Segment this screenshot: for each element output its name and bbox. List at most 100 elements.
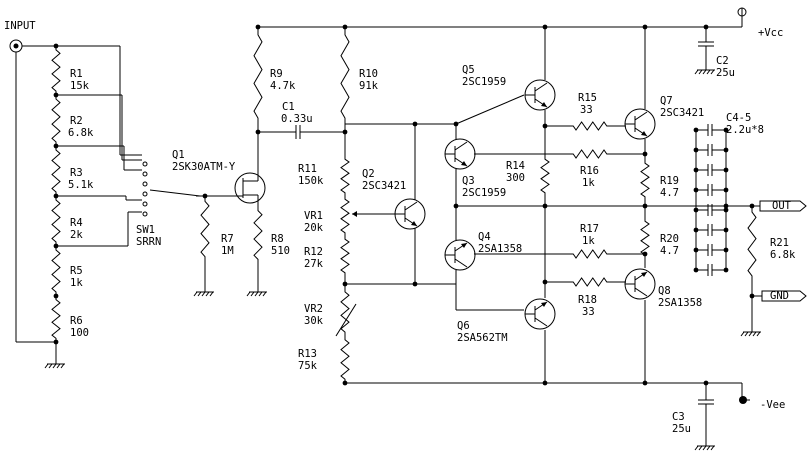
r6-value: 100	[70, 327, 89, 339]
vcc-terminal-label: +Vcc	[758, 27, 783, 39]
junction-dot	[53, 293, 59, 299]
sw1-name: SW1	[136, 224, 155, 236]
q4-value: 2SA1358	[478, 243, 522, 255]
ground-icon	[740, 326, 761, 337]
r18-value: 33	[582, 306, 595, 318]
vcc-terminal-icon	[737, 7, 747, 17]
q7-value: 2SC3421	[660, 107, 704, 119]
junction-dot	[453, 203, 459, 209]
junction-dot	[693, 167, 699, 173]
junction-dot	[412, 281, 418, 287]
q8-value: 2SA1358	[658, 297, 702, 309]
sw1-value: SRRN	[136, 236, 161, 248]
junction-dot	[723, 207, 729, 213]
r15-name: R15	[578, 92, 597, 104]
r7-resistor	[200, 196, 210, 262]
r17-resistor	[570, 249, 610, 259]
junction-dot	[703, 380, 709, 386]
q2-name: Q2	[362, 168, 375, 180]
junction-dot	[542, 203, 548, 209]
q6-transistor	[524, 298, 556, 330]
gnd-terminal-icon	[761, 290, 807, 302]
r11-name: R11	[298, 163, 317, 175]
vr2-value: 30k	[304, 315, 324, 327]
r4-value: 2k	[70, 229, 83, 241]
r12-name: R12	[304, 246, 323, 258]
junction-dot	[53, 143, 59, 149]
r1-value: 15k	[70, 80, 90, 92]
c45-value: 2.2u*8	[726, 124, 764, 136]
junction-dot	[723, 147, 729, 153]
r19-name: R19	[660, 175, 679, 187]
junction-dot	[693, 227, 699, 233]
junction-dot	[453, 121, 459, 127]
junction-dot	[412, 121, 418, 127]
junction-dot	[693, 127, 699, 133]
r5-resistor	[51, 246, 61, 296]
r4-resistor	[51, 196, 61, 246]
vr2-name: VR2	[304, 303, 323, 315]
wires	[15, 8, 762, 440]
r21-resistor	[747, 206, 757, 282]
r19-resistor	[640, 160, 650, 200]
r11-value: 150k	[298, 175, 324, 187]
q5-name: Q5	[462, 64, 475, 76]
r18-name: R18	[578, 294, 597, 306]
r9-name: R9	[270, 68, 283, 80]
r1-name: R1	[70, 68, 83, 80]
r6-name: R6	[70, 315, 83, 327]
q8-name: Q8	[658, 285, 671, 297]
junction-dot	[255, 129, 261, 135]
c3-name: C3	[672, 411, 685, 423]
junction-dots	[53, 24, 755, 386]
junction-dot	[723, 127, 729, 133]
junction-dot	[255, 24, 261, 30]
junction-dot	[342, 380, 348, 386]
vr1-wiper	[352, 211, 357, 217]
junction-dot	[693, 267, 699, 273]
q7-name: Q7	[660, 95, 673, 107]
junction-dot	[642, 251, 648, 257]
input-jack-center	[13, 43, 19, 49]
r13-resistor	[340, 336, 350, 383]
r8-value: 510	[271, 245, 290, 257]
r3-value: 5.1k	[68, 179, 94, 191]
r13-value: 75k	[298, 360, 318, 372]
vee-terminal-icon	[739, 396, 747, 404]
junction-dot	[723, 203, 729, 209]
out-terminal-icon	[759, 200, 807, 212]
q1-name: Q1	[172, 149, 185, 161]
r21-value: 6.8k	[770, 249, 796, 261]
r14-resistor	[540, 156, 550, 196]
vee-terminal-label: -Vee	[760, 399, 785, 411]
junction-dot	[723, 267, 729, 273]
ground-icon	[193, 286, 214, 297]
out-terminal-label: OUT	[772, 200, 792, 212]
r18-resistor	[570, 277, 610, 287]
c1-capacitor	[295, 125, 301, 139]
junction-dot	[342, 129, 348, 135]
components	[9, 7, 807, 451]
r5-name: R5	[70, 265, 83, 277]
input-terminal-label: INPUT	[4, 20, 36, 32]
r8-resistor	[253, 206, 263, 264]
r16-value: 1k	[582, 177, 595, 189]
c2-capacitor	[698, 41, 714, 47]
r10-name: R10	[359, 68, 378, 80]
junction-dot	[53, 339, 59, 345]
r2-value: 6.8k	[68, 127, 94, 139]
input-jack-icon	[9, 39, 23, 53]
r15-value: 33	[580, 104, 593, 116]
r16-name: R16	[580, 165, 599, 177]
junction-dot	[342, 24, 348, 30]
r17-name: R17	[580, 223, 599, 235]
junction-dot	[53, 243, 59, 249]
q5-transistor	[524, 79, 556, 111]
r13-name: R13	[298, 348, 317, 360]
junction-dot	[749, 203, 755, 209]
junction-dot	[723, 187, 729, 193]
r12-value: 27k	[304, 258, 324, 270]
ground-icon	[44, 358, 65, 369]
q3-name: Q3	[462, 175, 475, 187]
r10-resistor	[340, 27, 350, 126]
